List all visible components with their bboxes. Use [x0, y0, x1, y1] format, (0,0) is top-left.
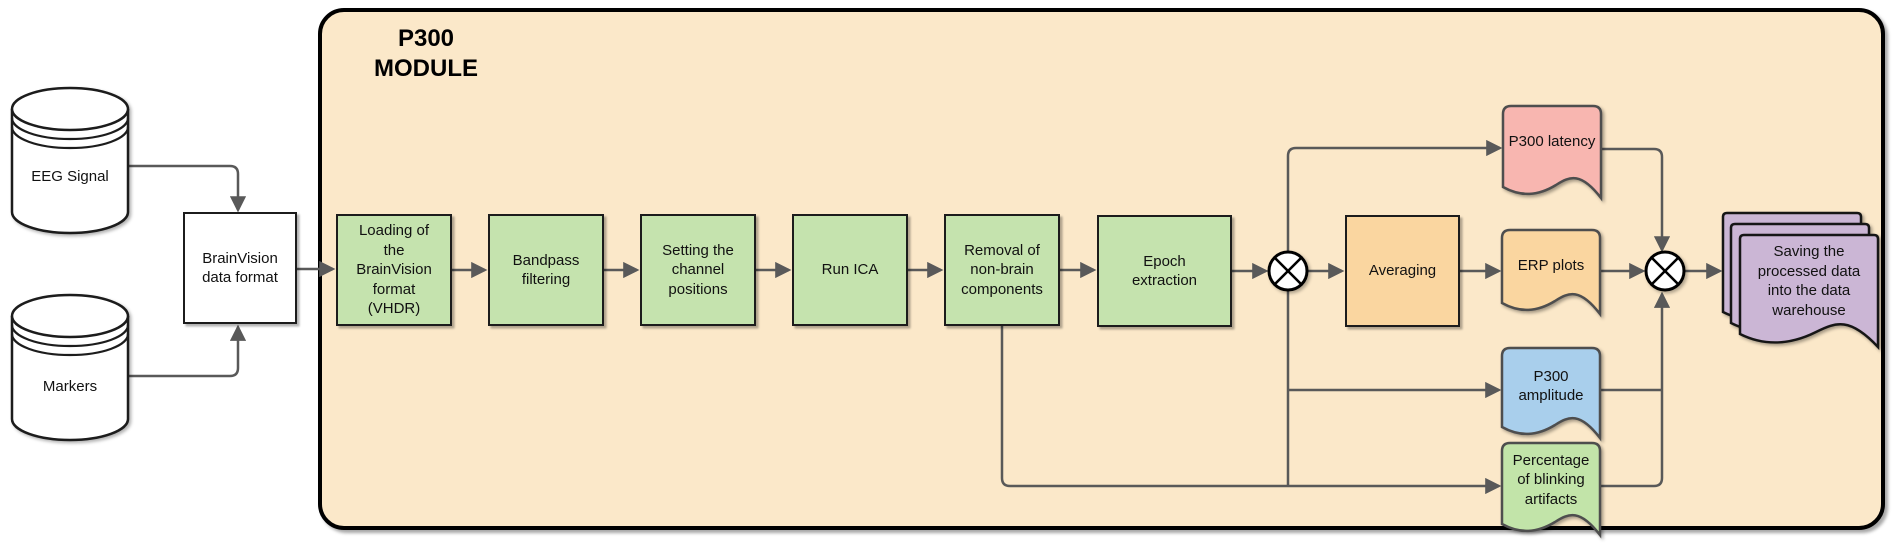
markers-cylinder — [10, 293, 130, 442]
epoch-extraction-box: Epoch extraction — [1097, 215, 1232, 327]
doc-erp-plots-shape — [1500, 228, 1602, 318]
module-title-line2: MODULE — [374, 55, 478, 82]
multiply-junction-icon-2 — [1644, 250, 1686, 292]
p300-amplitude-label: P300 amplitude — [1518, 367, 1584, 405]
blinking-artifacts-label: Percentage of blinking artifacts — [1512, 451, 1590, 508]
doc-p300-amplitude-shape — [1500, 346, 1602, 442]
removal-non-brain-box: Removal of non-brain components — [944, 214, 1060, 326]
brainvision-format-box: BrainVision data format — [183, 212, 297, 324]
eeg-signal-label: EEG Signal — [31, 168, 109, 186]
erp-plots-label: ERP plots — [1517, 257, 1585, 275]
doc-p300-latency-shape — [1501, 104, 1603, 202]
p300-latency-label: P300 latency — [1508, 133, 1596, 151]
data-warehouse-stack — [1721, 211, 1880, 351]
module-title-line1: P300 — [397, 25, 455, 52]
run-ica-box: Run ICA — [792, 214, 908, 326]
multiply-junction-icon-1 — [1267, 250, 1309, 292]
module-title: P300 MODULE — [346, 24, 506, 84]
loading-vhdr-box: Loading of the BrainVision format (VHDR) — [336, 214, 452, 326]
data-warehouse-label: Saving the processed data into the data … — [1757, 243, 1861, 319]
channel-positions-box: Setting the channel positions — [640, 214, 756, 326]
eeg-signal-cylinder — [10, 86, 130, 235]
bandpass-filtering-box: Bandpass filtering — [488, 214, 604, 326]
markers-label: Markers — [42, 378, 98, 396]
connectors — [128, 139, 1723, 495]
averaging-box: Averaging — [1345, 215, 1460, 327]
doc-blinking-artifacts-shape — [1500, 441, 1602, 539]
